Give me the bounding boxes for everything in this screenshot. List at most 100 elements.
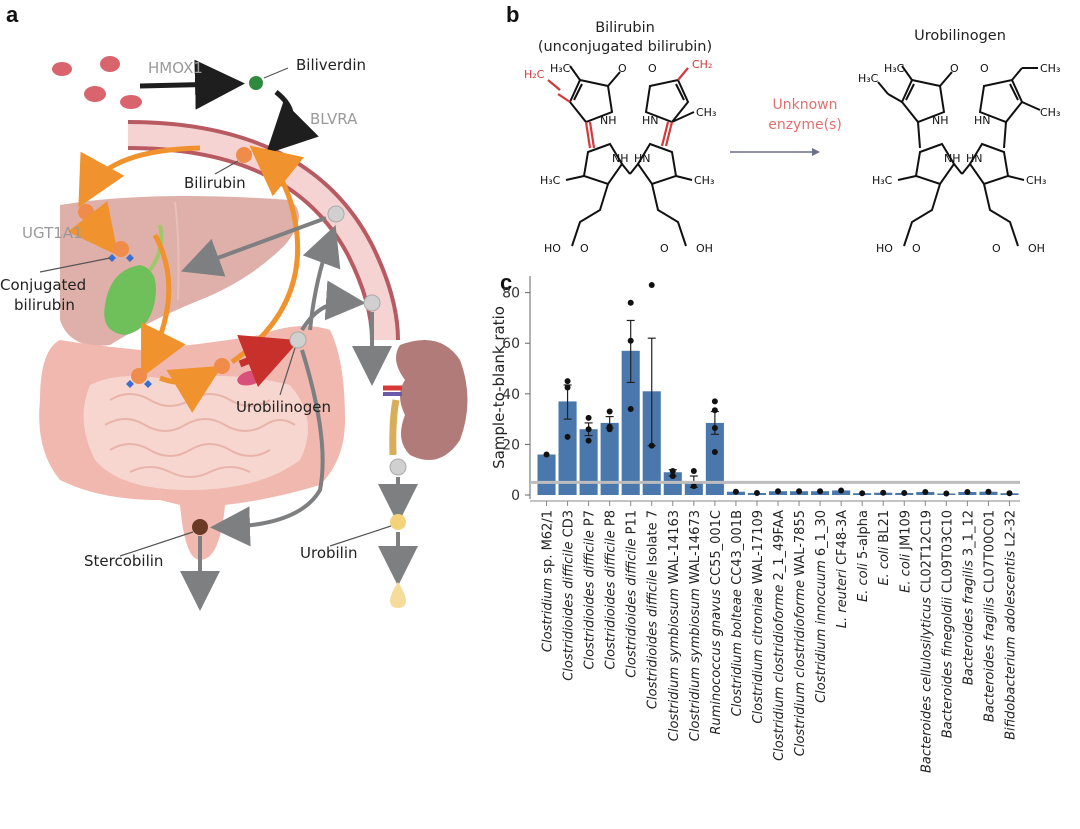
bar-group — [979, 488, 998, 495]
x-tick-label: Bifidobacterium adolescentis L2-32 — [1003, 510, 1018, 740]
atom-label: H₃C — [884, 62, 905, 75]
bilirubin-molecule — [236, 147, 252, 163]
y-tick-label: 80 — [502, 286, 520, 302]
y-axis-label: Sample-to-blank ratio — [490, 306, 508, 469]
atom-label: HN — [634, 152, 651, 165]
y-tick-label: 20 — [502, 437, 520, 453]
panel-letter-b: b — [506, 2, 520, 27]
atom-label: O — [618, 62, 627, 75]
x-tick-label: Clostridioides difficile P7 — [583, 510, 598, 670]
bar — [579, 429, 598, 495]
data-point — [880, 489, 887, 496]
atom-label: CH₃ — [1026, 174, 1046, 187]
data-point — [564, 378, 571, 385]
atom-label: CH₂ — [692, 58, 712, 71]
data-point — [648, 442, 655, 449]
atom-label: H₃C — [540, 174, 561, 187]
hmox1-arrow — [139, 59, 245, 110]
bilirubin-in-liver — [78, 204, 94, 220]
x-tick-label: Bacteroides finegoldii CL09T03C10 — [940, 510, 955, 738]
x-tick-label: Bacteroides fragilis CL07T00C01 — [982, 510, 997, 722]
panel-letter-a: a — [6, 2, 19, 27]
atom-label: CH₃ — [694, 174, 714, 187]
y-tick-label: 0 — [511, 488, 520, 504]
data-point — [901, 489, 908, 496]
atom-label: NH — [932, 114, 949, 127]
data-point — [606, 426, 613, 433]
data-point — [585, 437, 592, 444]
blvra-label: BLVRA — [310, 110, 358, 128]
x-tick-label: Bacteroides fragilis 3_1_12 — [961, 510, 976, 685]
bar-group — [642, 282, 661, 495]
atom-label: HO — [544, 242, 561, 255]
chemical-structures: Bilirubin (unconjugated bilirubin) Urobi… — [524, 20, 1060, 255]
bar-group — [895, 489, 914, 496]
y-tick-label: 40 — [502, 387, 520, 403]
atom-label: O — [912, 242, 921, 255]
bar-group — [768, 488, 788, 495]
atom-label: O — [648, 62, 657, 75]
urobilinogen-in-vessel-lower — [363, 294, 381, 312]
atom-label: H₂C — [524, 68, 545, 81]
x-tick-label: Ruminococcus gnavus CC55_001C — [709, 510, 724, 735]
atom-label: NH — [944, 152, 961, 165]
bar-group — [916, 488, 935, 495]
ureter — [389, 399, 400, 456]
atom-label: O — [992, 242, 1001, 255]
x-tick-label: E. coli BL21 — [877, 510, 892, 586]
data-point — [838, 487, 845, 494]
bar-group — [726, 488, 745, 495]
data-point — [711, 449, 718, 455]
bilirubin-structure — [565, 65, 695, 247]
bar-group — [832, 487, 851, 495]
atom-label: HN — [974, 114, 991, 127]
urobilinogen-title: Urobilinogen — [914, 28, 1006, 44]
conjugated-bilirubin-molecule — [113, 241, 129, 257]
data-point — [585, 426, 592, 433]
x-tick-label: Clostridium clostridioforme WAL-7855 — [793, 510, 808, 756]
enterohepatic-arrow — [230, 145, 305, 365]
data-point — [711, 424, 718, 431]
bile-to-intestine-arrow — [141, 233, 186, 378]
atom-label: O — [660, 242, 669, 255]
gallbladder — [104, 265, 156, 335]
bar-group — [621, 299, 640, 495]
stercobilin-molecule — [192, 519, 208, 535]
urobilinogen-molecule — [289, 331, 307, 349]
bar — [621, 350, 640, 495]
urobilinogen-in-vessel-upper — [327, 205, 345, 223]
bar-group — [600, 408, 619, 495]
data-point — [1006, 490, 1013, 497]
atom-label: CH₃ — [1040, 106, 1060, 119]
bar — [705, 422, 724, 495]
atom-label: OH — [696, 242, 713, 255]
x-tick-label: Clostridium symbiosum WAL-14673 — [688, 510, 703, 741]
data-point — [669, 467, 676, 474]
data-point — [711, 398, 718, 405]
bilirubin-to-liver-arrow — [78, 145, 201, 208]
data-point — [753, 489, 760, 496]
atom-label: H₃C — [550, 62, 571, 75]
conjugated-bilirubin-label-2: bilirubin — [14, 296, 75, 314]
urine-drop — [390, 582, 406, 608]
data-point — [732, 488, 739, 495]
data-point — [543, 451, 550, 458]
data-point — [964, 488, 971, 495]
deconjugation-arrow — [159, 365, 223, 413]
urobilin-molecule — [390, 514, 406, 530]
heme-pathway-diagram — [39, 56, 468, 611]
data-point — [711, 407, 718, 414]
x-tick-label: Clostridium innocuum 6_1_30 — [814, 510, 829, 703]
data-point — [922, 488, 929, 495]
bar — [537, 454, 556, 495]
x-tick-label: L. reuteri CF48-3A — [835, 510, 850, 628]
bilirubin-title: Bilirubin — [595, 20, 655, 36]
bar-group — [537, 451, 556, 495]
biliverdin-molecule — [249, 76, 263, 90]
x-tick-label: Clostridium citroniae WAL-17109 — [751, 510, 766, 724]
kidney — [396, 340, 468, 460]
atom-label: HO — [876, 242, 893, 255]
bar — [600, 422, 619, 495]
